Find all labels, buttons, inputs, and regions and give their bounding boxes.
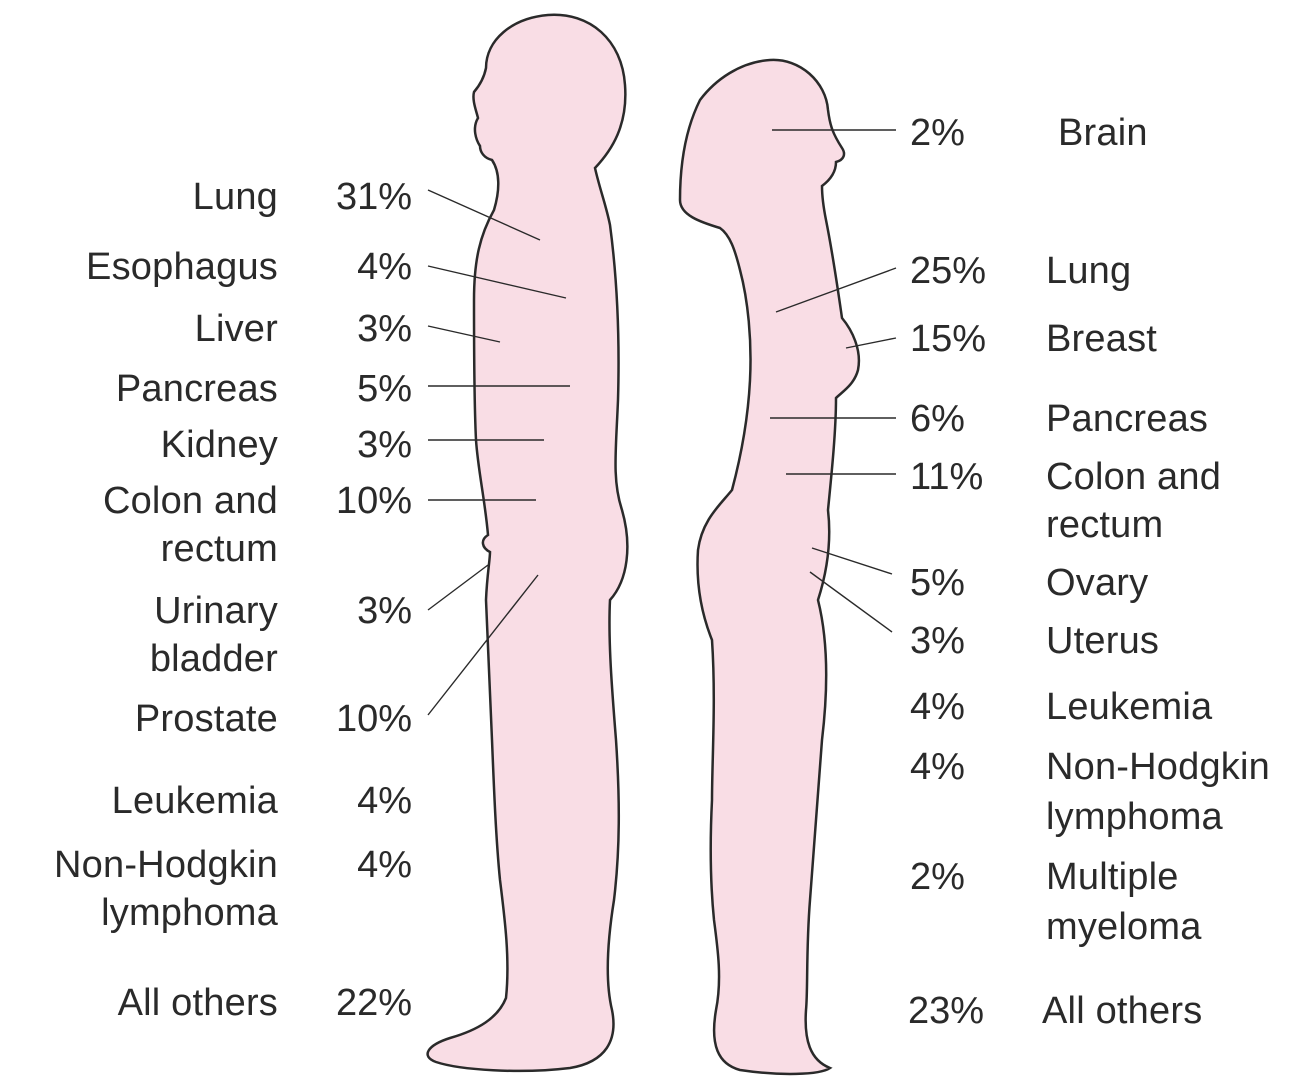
female-percent: 25% [910, 246, 986, 296]
female-percent: 2% [910, 852, 965, 902]
female-site-label: Uterus [1046, 616, 1159, 666]
female-percent: 15% [910, 314, 986, 364]
female-percent: 4% [910, 742, 965, 792]
female-percent: 11% [910, 452, 983, 502]
male-site-label: Kidney [161, 420, 278, 470]
female-percent: 4% [910, 682, 965, 732]
female-site-label: Breast [1046, 314, 1157, 364]
male-site-label: Urinary [154, 586, 278, 636]
male-percent: 10% [336, 694, 412, 744]
male-percent: 31% [336, 172, 412, 222]
male-site-label: Colon and [103, 476, 278, 526]
male-leader-line [428, 565, 488, 610]
male-site-label: Pancreas [116, 364, 278, 414]
female-site-label: Lung [1046, 246, 1131, 296]
female-site-label: Ovary [1046, 558, 1148, 608]
male-percent: 4% [357, 242, 412, 292]
male-site-label: Esophagus [86, 242, 278, 292]
female-percent: 6% [910, 394, 965, 444]
female-percent: 2% [910, 108, 965, 158]
male-site-label: Prostate [135, 694, 278, 744]
female-site-label: Brain [1058, 108, 1148, 158]
male-percent: 4% [357, 840, 412, 890]
male-percent: 3% [357, 586, 412, 636]
female-site-label: Leukemia [1046, 682, 1212, 732]
male-site-label: All others [118, 978, 278, 1028]
female-site-label-line2: lymphoma [1046, 792, 1223, 842]
male-site-label: Non-Hodgkin [54, 840, 278, 890]
male-site-label-line2: rectum [161, 524, 278, 574]
female-percent: 3% [910, 616, 965, 666]
female-site-label-line2: myeloma [1046, 902, 1202, 952]
male-percent: 3% [357, 420, 412, 470]
male-percent: 3% [357, 304, 412, 354]
male-site-label: Leukemia [112, 776, 278, 826]
female-percent: 5% [910, 558, 965, 608]
male-percent: 10% [336, 476, 412, 526]
female-percent: 23% [908, 986, 984, 1036]
male-percent: 5% [357, 364, 412, 414]
male-site-label: Liver [195, 304, 278, 354]
male-site-label-line2: bladder [150, 634, 278, 684]
female-site-label: Multiple [1046, 852, 1179, 902]
female-site-label: Colon and [1046, 452, 1221, 502]
male-silhouette [428, 15, 628, 1071]
female-site-label-line2: rectum [1046, 500, 1163, 550]
male-percent: 4% [357, 776, 412, 826]
female-site-label: All others [1042, 986, 1202, 1036]
female-silhouette [680, 60, 859, 1074]
male-percent: 22% [336, 978, 412, 1028]
female-site-label: Non-Hodgkin [1046, 742, 1270, 792]
male-site-label-line2: lymphoma [101, 888, 278, 938]
female-site-label: Pancreas [1046, 394, 1208, 444]
male-site-label: Lung [193, 172, 278, 222]
